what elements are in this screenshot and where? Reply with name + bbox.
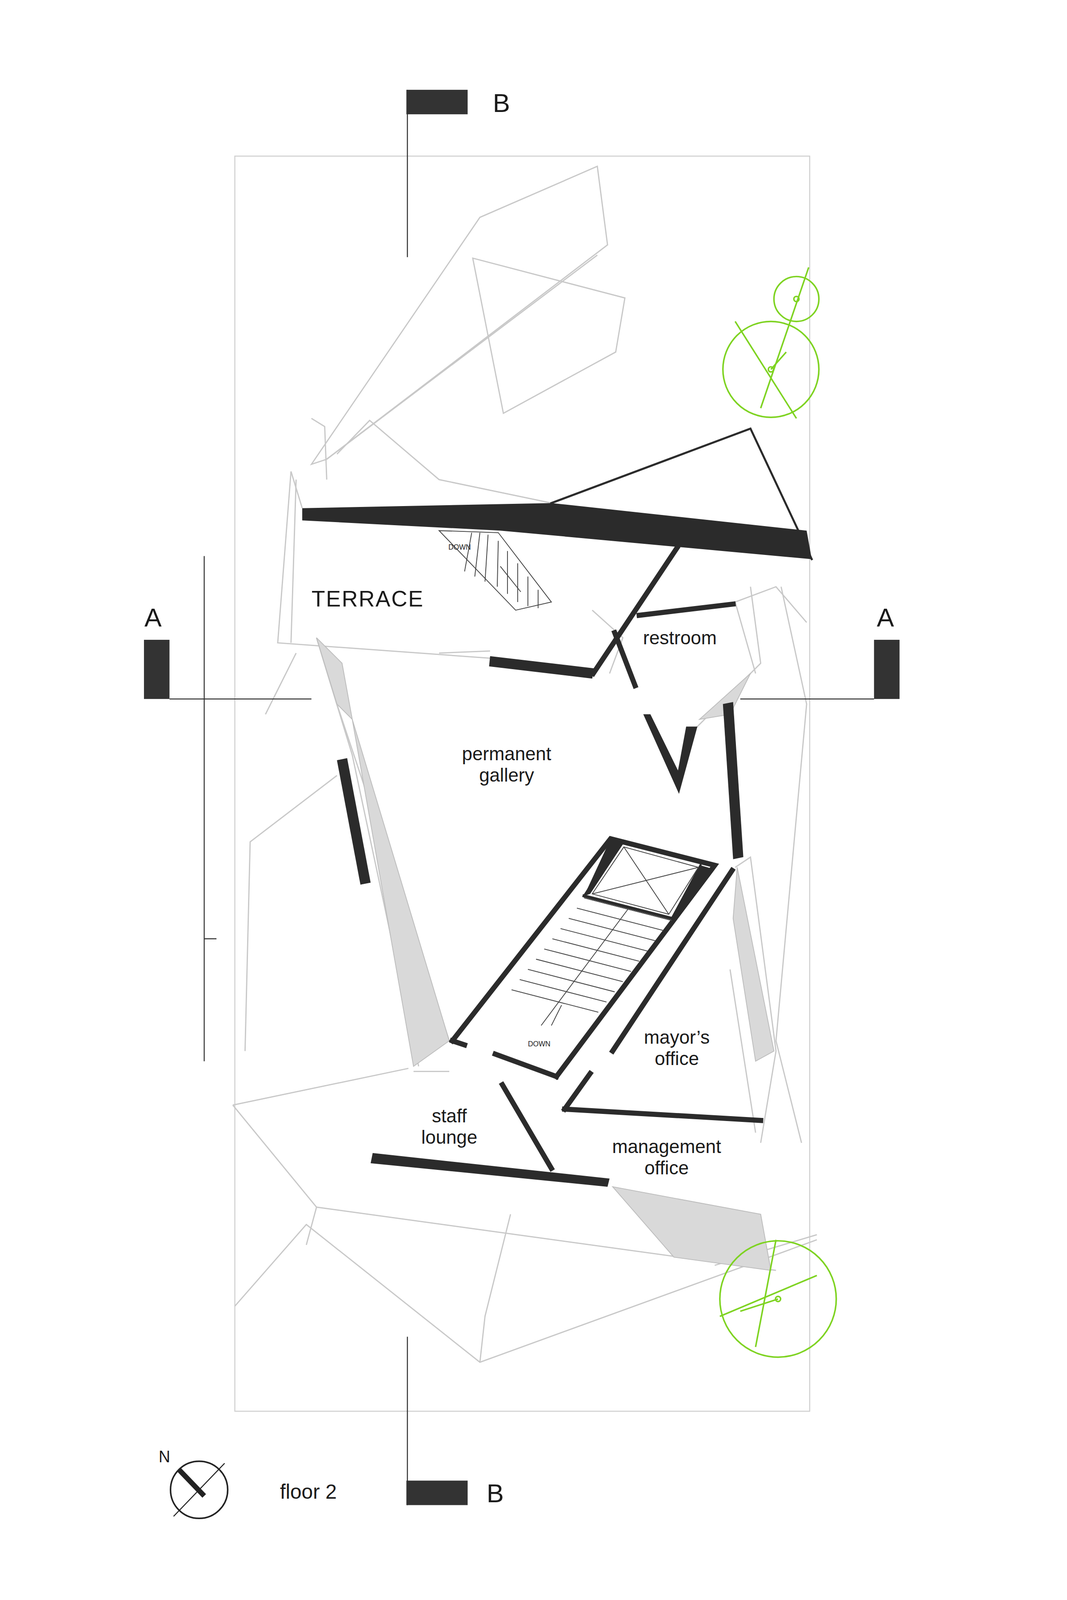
room-label: permanent gallery <box>453 743 560 787</box>
room-name: staff lounge <box>411 1105 488 1149</box>
plan-label: A <box>144 604 162 631</box>
room-name: restroom <box>643 627 717 649</box>
room-label: TERRACE <box>311 586 424 613</box>
plan-label: DOWN <box>527 1040 551 1048</box>
plan-label: N <box>158 1449 171 1466</box>
room-name: mayor’s office <box>636 1027 717 1071</box>
room-name: TERRACE <box>311 586 424 613</box>
room-label: management office <box>602 1136 732 1180</box>
plan-label: B <box>492 90 511 116</box>
plan-label: B <box>486 1480 504 1507</box>
plan-label: DOWN <box>448 543 472 552</box>
plan-label: floor 2 <box>279 1481 337 1503</box>
room-name: permanent gallery <box>453 743 560 787</box>
room-label: restroom <box>643 627 717 649</box>
room-name: management office <box>602 1136 732 1180</box>
room-label: staff lounge <box>411 1105 488 1149</box>
plan-label: A <box>876 604 895 631</box>
room-label: mayor’s office <box>636 1027 717 1071</box>
